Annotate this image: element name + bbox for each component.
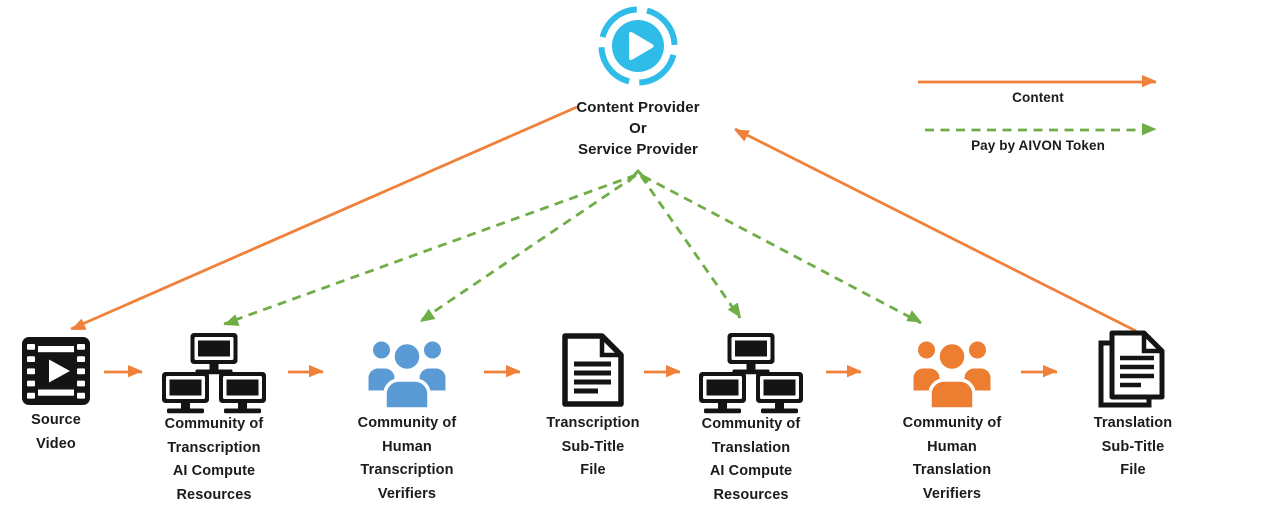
legend-pay-label: Pay by AIVON Token: [971, 138, 1105, 153]
people-group-icon: [365, 338, 449, 410]
pay-arrow-to-transcription-ai: [223, 173, 637, 326]
pay-arrow-to-transcription-verifiers: [419, 174, 636, 323]
node-label-transcription-ai: Community of Transcription AI Compute Re…: [164, 416, 264, 503]
computer-network-icon: [699, 333, 803, 414]
pay-arrow-to-translation-ai: [639, 175, 742, 319]
legend-content-label: Content: [1012, 90, 1064, 105]
node-label-source-video: Source Video: [31, 412, 81, 452]
node-label-translation-verifiers: Community of Human Translation Verifiers: [902, 415, 1002, 502]
people-group-icon: [910, 338, 994, 410]
computer-network-icon: [162, 333, 266, 414]
content-arrow-provider-to-source-video: [70, 105, 578, 331]
pay-arrow-to-translation-verifiers: [642, 174, 922, 325]
node-label-translation-ai: Community of Translation AI Compute Reso…: [701, 416, 801, 503]
provider-label: Content Provider Or Service Provider: [576, 99, 700, 158]
node-label-transcription-file: Transcription Sub-Title File: [546, 415, 640, 478]
document-icon: [562, 333, 624, 407]
play-button-icon: [598, 6, 678, 86]
documents-stack-icon: [1098, 330, 1165, 408]
content-arrow-translation-file-to-provider: [734, 127, 1137, 333]
node-label-transcription-verifiers: Community of Human Transcription Verifie…: [357, 415, 457, 502]
pay-arrows-origin-caret: [627, 169, 649, 183]
film-video-icon: [22, 337, 90, 405]
node-label-translation-file: Translation Sub-Title File: [1093, 415, 1173, 478]
